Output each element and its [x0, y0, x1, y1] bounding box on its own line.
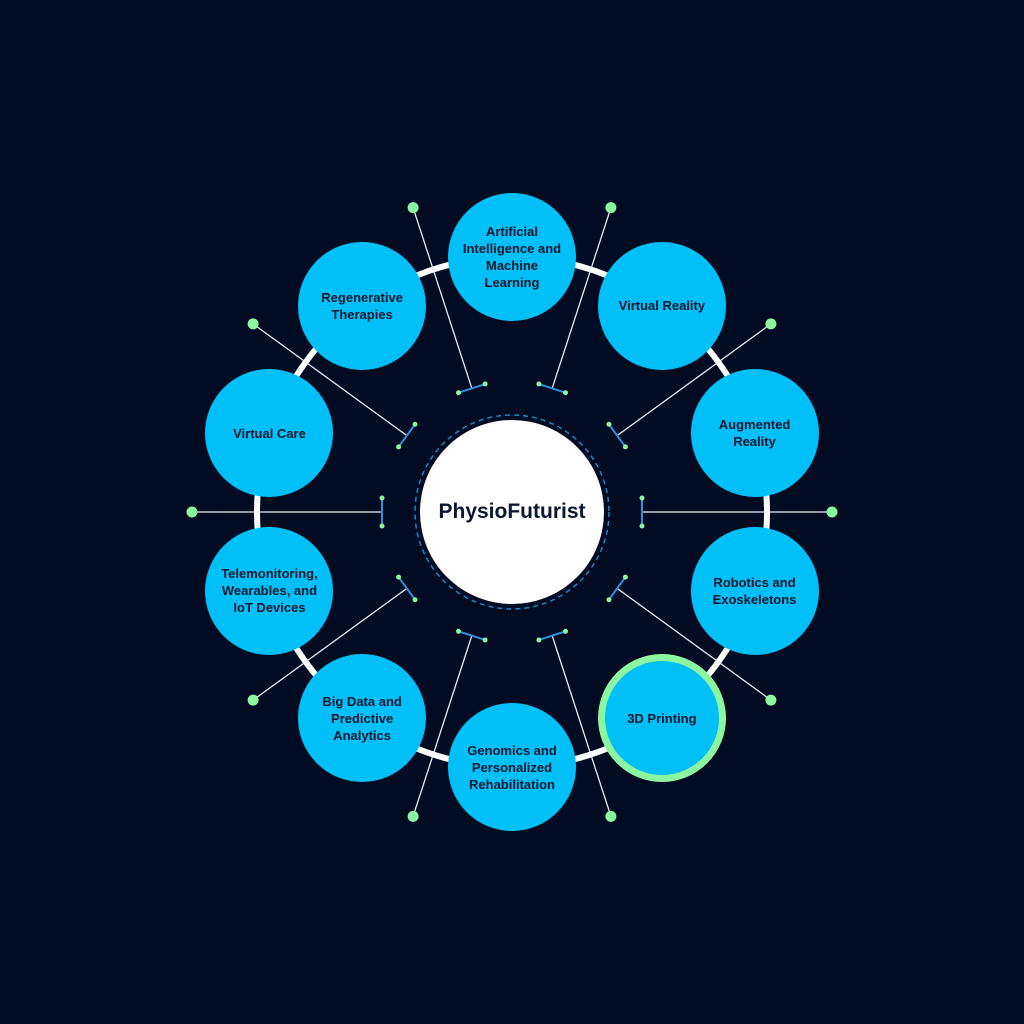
diagram-node: Genomics and Personalized Rehabilitation — [448, 703, 576, 831]
node-label: Big Data and Predictive Analytics — [322, 693, 402, 743]
connector-line — [252, 323, 408, 437]
tick-dot — [379, 495, 385, 501]
diagram-node: Virtual Reality — [597, 241, 726, 370]
center-hub: PhysioFuturist — [420, 420, 604, 604]
tick-dot — [622, 444, 628, 450]
connector-tick — [458, 383, 486, 394]
diagram-node: Telemonitoring, Wearables, and IoT Devic… — [205, 526, 334, 655]
tick-dot — [639, 523, 645, 529]
connector-endpoint — [765, 694, 777, 706]
tick-dot — [606, 421, 612, 427]
diagram-node: 3D Printing — [597, 654, 726, 783]
tick-dot — [536, 637, 542, 643]
connector-tick — [538, 630, 566, 641]
node-label: Robotics and Exoskeletons — [712, 574, 797, 607]
tick-dot — [456, 628, 462, 634]
dashed-ring — [414, 414, 610, 610]
node-label: Virtual Reality — [618, 298, 706, 314]
tick-dot — [536, 381, 542, 387]
connector-tick — [608, 576, 627, 601]
diagram-node: Robotics and Exoskeletons — [690, 526, 819, 655]
tick-dot — [639, 495, 645, 501]
connector-line — [252, 587, 408, 701]
tick-dot — [396, 444, 402, 450]
connector-tick — [397, 423, 416, 448]
tick-dot — [562, 628, 568, 634]
connector-endpoint — [605, 810, 617, 822]
connector-line — [551, 635, 612, 817]
node-label: 3D Printing — [627, 710, 697, 726]
connector-tick — [608, 423, 627, 448]
connector-line — [616, 323, 772, 437]
tick-dot — [482, 637, 488, 643]
connector-tick — [538, 383, 566, 394]
node-label: Genomics and Personalized Rehabilitation — [467, 742, 557, 792]
diagram-node: Big Data and Predictive Analytics — [298, 654, 427, 783]
diagram-node: Augmented Reality — [690, 369, 819, 498]
connector-line — [412, 635, 473, 817]
connector-line — [551, 207, 612, 389]
node-label: Augmented Reality — [718, 417, 791, 450]
tick-dot — [412, 421, 418, 427]
connector-endpoint — [186, 506, 198, 518]
connector-endpoint — [247, 694, 259, 706]
connector-tick — [458, 630, 486, 641]
node-label: Regenerative Therapies — [321, 289, 403, 322]
tick-dot — [379, 523, 385, 529]
node-label: Artificial Intelligence and Machine Lear… — [462, 224, 562, 290]
connector-endpoint — [765, 318, 777, 330]
diagram-node: Regenerative Therapies — [298, 241, 427, 370]
tick-dot — [606, 597, 612, 603]
connector-line — [412, 207, 473, 389]
connector-endpoint — [407, 202, 419, 214]
connector-endpoint — [605, 202, 617, 214]
connector-endpoint — [247, 318, 259, 330]
tick-dot — [456, 390, 462, 396]
tick-dot — [562, 390, 568, 396]
diagram-node: Virtual Care — [205, 369, 334, 498]
node-label: Telemonitoring, Wearables, and IoT Devic… — [221, 566, 318, 616]
node-label: Virtual Care — [233, 425, 306, 441]
tick-dot — [622, 574, 628, 580]
center-title: PhysioFuturist — [438, 500, 586, 523]
tick-dot — [412, 597, 418, 603]
diagram-node: Artificial Intelligence and Machine Lear… — [448, 193, 576, 321]
connector-endpoint — [407, 810, 419, 822]
tick-dot — [396, 574, 402, 580]
connector-endpoint — [826, 506, 838, 518]
connector-tick — [397, 576, 416, 601]
connector-line — [616, 587, 772, 701]
tick-dot — [482, 381, 488, 387]
